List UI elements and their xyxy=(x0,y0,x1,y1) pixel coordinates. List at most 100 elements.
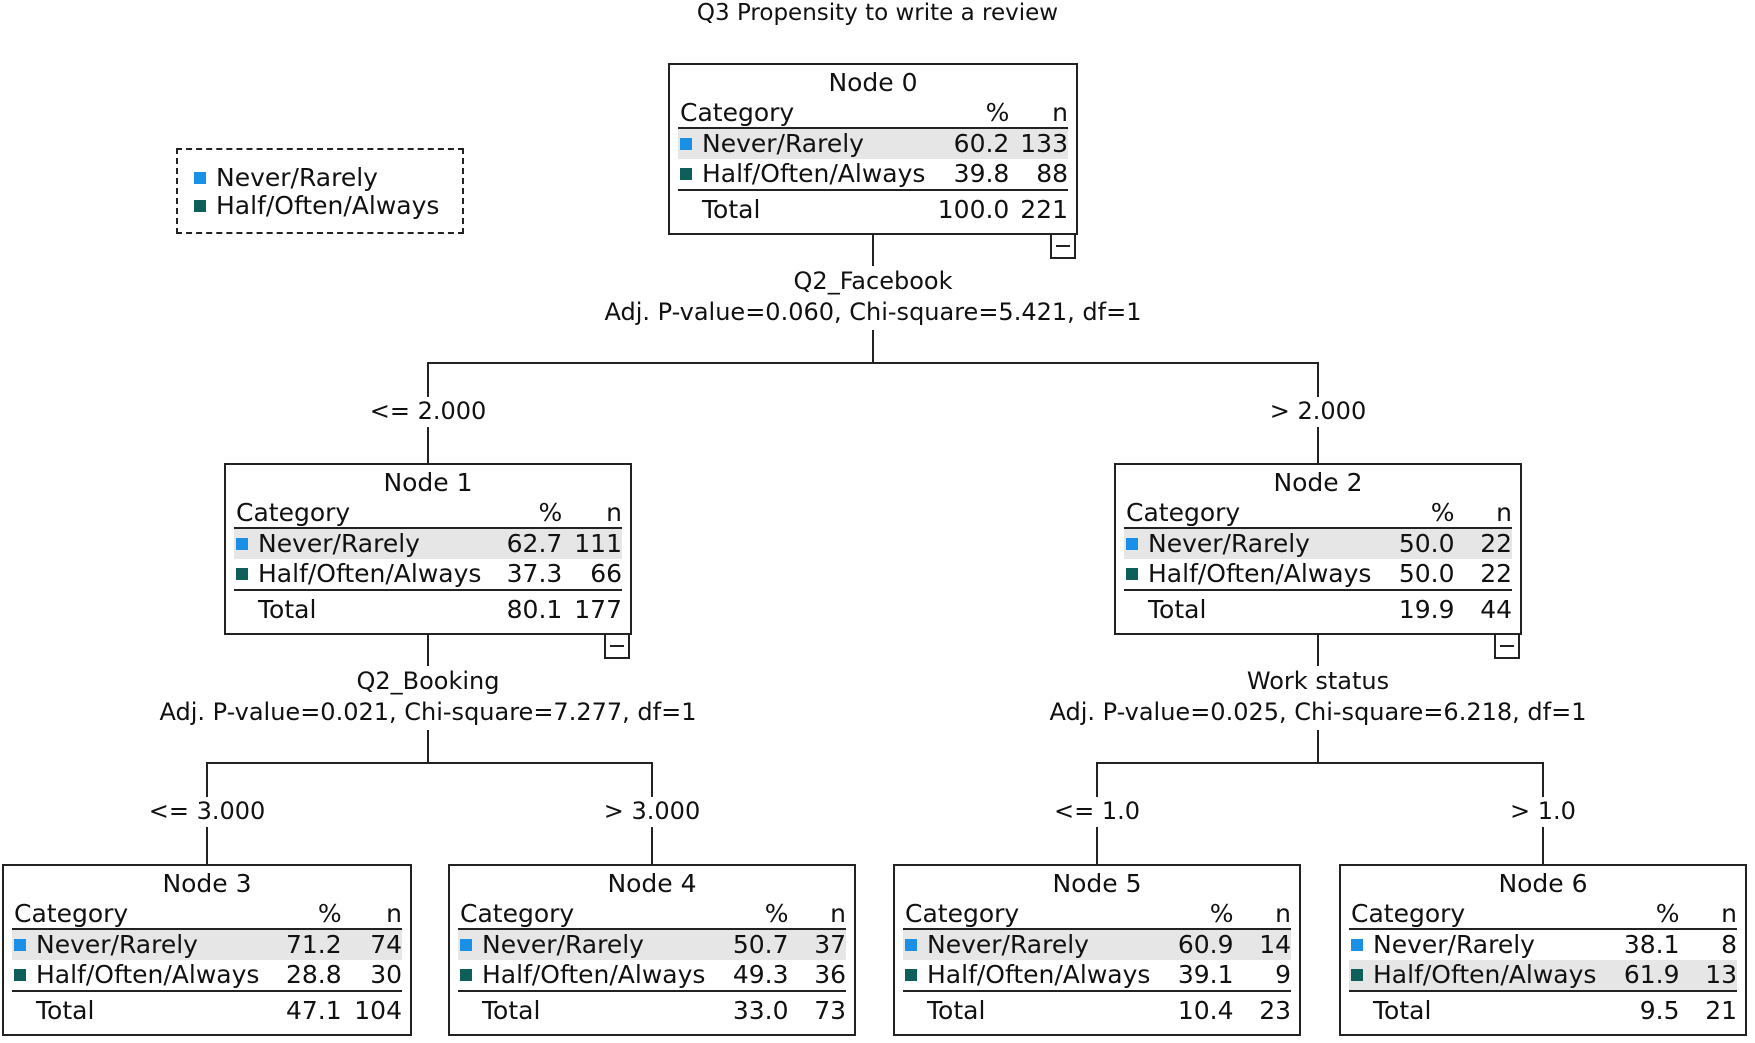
row-percent: 61.9 xyxy=(1596,960,1680,992)
never-rarely-swatch xyxy=(14,939,26,951)
category-cell: Never/Rarely xyxy=(1351,930,1596,960)
row-count: 36 xyxy=(788,960,846,992)
category-label: Half/Often/Always xyxy=(1373,960,1597,989)
row-count: 133 xyxy=(1009,128,1068,159)
category-label: Half/Often/Always xyxy=(702,159,926,188)
node-label: Node 5 xyxy=(1052,869,1142,898)
legend-item-half-often-always: Half/Often/Always xyxy=(194,192,462,220)
edge-line xyxy=(1317,730,1319,762)
never-rarely-swatch xyxy=(1126,538,1138,550)
row-count: 30 xyxy=(341,960,402,992)
edge-line xyxy=(651,827,653,864)
node-label: Node 3 xyxy=(162,869,252,898)
edge-line xyxy=(1096,762,1544,764)
row-percent: 37.3 xyxy=(481,559,563,591)
row-category: Half/Often/Always xyxy=(1124,559,1372,591)
row-percent: 50.0 xyxy=(1371,559,1455,591)
edge-line xyxy=(206,762,653,764)
category-cell: Never/Rarely xyxy=(460,930,705,960)
category-label: Never/Rarely xyxy=(1373,930,1535,959)
category-label: Half/Often/Always xyxy=(1148,559,1372,588)
edge-line xyxy=(651,762,653,797)
category-label: Half/Often/Always xyxy=(927,960,1151,989)
edge-line xyxy=(872,330,874,362)
row-category: Half/Often/Always xyxy=(12,960,260,992)
row-category: Half/Often/Always xyxy=(234,559,482,591)
row-percent: 49.3 xyxy=(705,960,789,992)
header-n: n xyxy=(562,499,622,529)
category-cell: Never/Rarely xyxy=(14,930,259,960)
category-cell: Never/Rarely xyxy=(680,129,925,159)
node-label: Node 0 xyxy=(828,68,918,97)
node-label: Node 4 xyxy=(607,869,697,898)
half-often-always-swatch xyxy=(236,568,248,580)
row-count: 22 xyxy=(1454,559,1512,591)
edge-line xyxy=(1096,762,1098,797)
category-label: Half/Often/Always xyxy=(482,960,706,989)
node-label: Node 1 xyxy=(383,468,473,497)
collapse-toggle-button[interactable] xyxy=(1494,633,1520,659)
row-category: Never/Rarely xyxy=(458,929,706,960)
category-cell: Half/Often/Always xyxy=(460,960,705,990)
total-count: 221 xyxy=(1020,195,1068,224)
row-count: 74 xyxy=(341,929,402,960)
category-label: Never/Rarely xyxy=(1148,529,1310,558)
collapse-toggle-button[interactable] xyxy=(1050,233,1076,259)
node-table-header: Category%n xyxy=(234,499,622,529)
row-category: Never/Rarely xyxy=(1349,929,1596,960)
row-count: 37 xyxy=(788,929,846,960)
row-count: 88 xyxy=(1009,159,1068,191)
row-category: Never/Rarely xyxy=(678,128,926,159)
legend-item-never-rarely: Never/Rarely xyxy=(194,164,462,192)
legend: Never/Rarely Half/Often/Always xyxy=(176,148,464,234)
category-label: Half/Often/Always xyxy=(36,960,260,989)
edge-line xyxy=(1542,762,1544,797)
branch-label-right: > 1.0 xyxy=(1510,797,1576,825)
category-label: Never/Rarely xyxy=(482,930,644,959)
split-variable: Q2_Facebook xyxy=(793,267,953,295)
category-cell: Never/Rarely xyxy=(236,529,481,559)
row-percent: 28.8 xyxy=(259,960,342,992)
header-n: n xyxy=(1233,900,1291,930)
collapse-toggle-button[interactable] xyxy=(604,633,630,659)
row-count: 111 xyxy=(562,528,622,559)
row-count: 22 xyxy=(1454,528,1512,559)
half-often-always-swatch xyxy=(680,168,692,180)
edge-line xyxy=(427,427,429,463)
branch-label-right: > 3.000 xyxy=(603,797,701,825)
never-rarely-swatch xyxy=(1351,939,1363,951)
header-percent: % xyxy=(1150,900,1234,930)
total-percent: 100.0 xyxy=(937,195,1010,224)
header-category: Category xyxy=(1124,499,1372,529)
row-percent: 39.8 xyxy=(925,159,1010,191)
half-often-always-swatch xyxy=(1126,568,1138,580)
header-percent: % xyxy=(259,900,342,930)
node-label: Node 6 xyxy=(1498,869,1588,898)
total-percent: 19.9 xyxy=(1398,595,1455,624)
row-percent: 60.2 xyxy=(925,128,1010,159)
header-n: n xyxy=(341,900,402,930)
edge-line xyxy=(206,762,208,797)
